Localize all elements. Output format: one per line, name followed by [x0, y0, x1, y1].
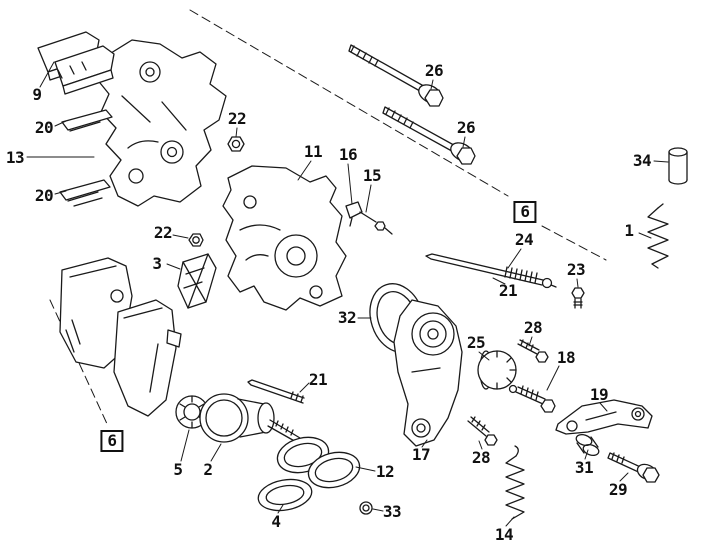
part-label-11: 11 [303, 142, 323, 161]
part-label-34: 34 [632, 151, 652, 170]
part-collar [668, 147, 688, 185]
part-pad-spring [177, 253, 217, 309]
part-pin-bolt-right [425, 253, 557, 289]
part-label-17: 17 [411, 445, 431, 464]
part-label-22-lower: 22 [153, 223, 173, 242]
part-label-13: 13 [5, 148, 25, 167]
part-caliper-bracket [95, 39, 227, 207]
part-label-21-left: 21 [308, 370, 328, 389]
part-label-26-upper: 26 [424, 61, 444, 80]
part-brake-pads [37, 31, 115, 95]
part-caliper-body [222, 165, 347, 311]
part-piston [199, 393, 301, 444]
part-o-ring [359, 501, 373, 515]
part-label-16: 16 [338, 145, 358, 164]
part-seal-rings [276, 436, 361, 489]
leader-lines [26, 61, 669, 527]
part-shim-upper [61, 109, 113, 132]
part-label-19: 19 [589, 385, 609, 404]
part-label-22-upper: 22 [227, 109, 247, 128]
part-boot [257, 478, 313, 512]
part-spring-right [647, 203, 669, 269]
part-label-20-upper: 20 [34, 118, 54, 137]
part-bolt-upper [348, 44, 444, 107]
part-label-1: 1 [624, 221, 634, 240]
part-label-12: 12 [375, 462, 395, 481]
section-boundary-lines [49, 9, 607, 427]
part-screw-23 [571, 287, 585, 309]
part-label-28-upper: 28 [523, 318, 543, 337]
part-label-21-right: 21 [498, 281, 518, 300]
part-label-28-lower: 28 [471, 448, 491, 467]
part-label-29: 29 [608, 480, 628, 499]
part-label-9: 9 [32, 85, 42, 104]
part-spring-lower [505, 445, 525, 520]
part-label-2: 2 [203, 460, 213, 479]
part-bolt-29 [607, 452, 660, 483]
part-label-32: 32 [337, 308, 357, 327]
part-pin-left [247, 379, 305, 404]
part-shim-lower [59, 179, 111, 207]
part-label-20-lower: 20 [34, 186, 54, 205]
part-cam-disc [477, 350, 517, 390]
part-screw-28-upper [517, 339, 549, 363]
part-label-3: 3 [152, 254, 162, 273]
part-label-24: 24 [514, 230, 534, 249]
part-nut-lower [188, 233, 204, 247]
part-lever-plate [555, 399, 653, 435]
part-label-6-right: 6 [513, 201, 537, 223]
part-label-6-left: 6 [100, 430, 124, 452]
part-label-15: 15 [362, 166, 382, 185]
part-bushing [575, 433, 600, 457]
part-label-23: 23 [566, 260, 586, 279]
part-label-18: 18 [556, 348, 576, 367]
part-label-14: 14 [494, 525, 514, 544]
part-adjuster [508, 384, 556, 413]
part-bleeder-joint [345, 201, 363, 227]
part-label-25: 25 [466, 333, 486, 352]
part-label-5: 5 [173, 460, 183, 479]
part-label-31: 31 [574, 458, 594, 477]
part-brake-arm [393, 299, 463, 447]
part-nut-upper [227, 136, 245, 152]
part-screw-28-lower [467, 416, 498, 446]
part-label-33: 33 [382, 502, 402, 521]
part-pad-inner [113, 299, 182, 417]
part-label-4: 4 [271, 512, 281, 531]
part-label-26-lower: 26 [456, 118, 476, 137]
part-bleed-valve [359, 211, 393, 235]
part-bolt-lower [382, 106, 476, 165]
